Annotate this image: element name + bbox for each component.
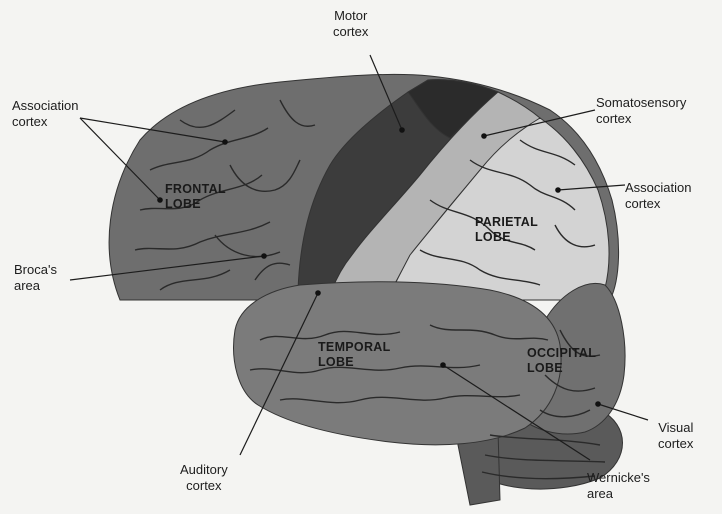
label-temporal-lobe: TEMPORAL LOBE: [318, 340, 391, 370]
label-wernickes-area: Wernicke's area: [587, 470, 650, 502]
label-motor-cortex: Motor cortex: [333, 8, 368, 40]
label-somatosensory-cortex: Somatosensory cortex: [596, 95, 686, 127]
label-association-cortex-left: Association cortex: [12, 98, 78, 130]
label-auditory-cortex: Auditory cortex: [180, 462, 228, 494]
label-association-cortex-right: Association cortex: [625, 180, 691, 212]
label-occipital-lobe: OCCIPITAL LOBE: [527, 346, 596, 376]
label-visual-cortex: Visual cortex: [658, 420, 693, 452]
temporal-lobe-region: [234, 282, 562, 445]
label-brocas-area: Broca's area: [14, 262, 57, 294]
label-parietal-lobe: PARIETAL LOBE: [475, 215, 538, 245]
label-frontal-lobe: FRONTAL LOBE: [165, 182, 226, 212]
